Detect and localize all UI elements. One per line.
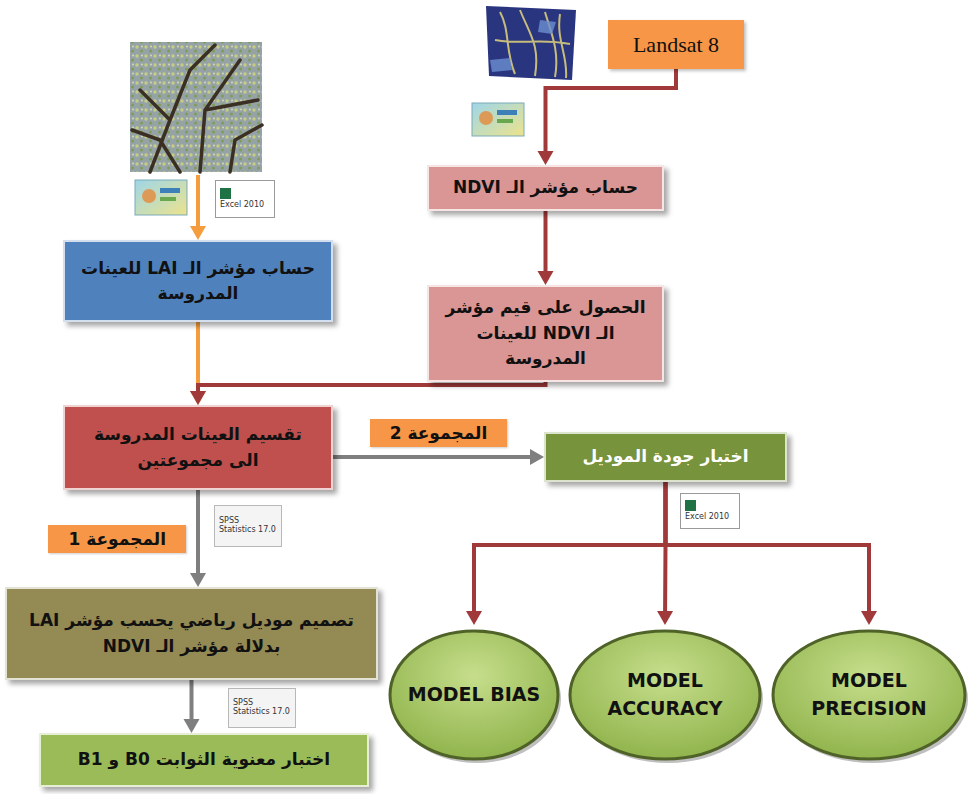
flow-arrow [466, 482, 666, 625]
flow-arrow [333, 449, 544, 465]
excel-logo [220, 188, 231, 199]
envi-icon [135, 180, 187, 215]
flow-arrow [538, 69, 677, 165]
icon-label: Excel 2010 [685, 513, 729, 522]
arrow-head [538, 151, 554, 165]
flow-arrow [190, 382, 546, 406]
flow-arrow [666, 482, 878, 625]
icon-shape [160, 188, 180, 193]
node-text: حساب مؤشر الـ LAI للعينات المدروسة [79, 256, 317, 307]
photo-arrow [190, 175, 206, 240]
node-text: تقسيم العينات المدروسة الى مجموعتين [79, 422, 317, 473]
arrow-head [861, 611, 877, 625]
spss-icon: SPSS Statistics 17.0 [214, 505, 282, 547]
flow-arrow [184, 680, 200, 733]
arrow-head [190, 226, 206, 240]
process-box: حساب مؤشر الـ NDVI [427, 165, 664, 211]
flow-arrow [538, 211, 554, 286]
arrow-head [657, 611, 673, 625]
excel-icon: Excel 2010 [215, 180, 275, 218]
arrow-head [190, 391, 206, 405]
icon-label: SPSS Statistics 17.0 [219, 517, 277, 535]
process-box: تقسيم العينات المدروسة الى مجموعتين [63, 405, 333, 490]
process-box: حساب مؤشر الـ LAI للعينات المدروسة [63, 240, 333, 322]
arrow-head [530, 449, 544, 465]
ellipse-shape [773, 631, 965, 759]
process-box: الحصول على قيم مؤشر الـ NDVI للعينات الم… [427, 285, 664, 382]
arrow-head [190, 573, 206, 587]
node-text: MODEL PRECISION [799, 667, 939, 722]
icon-shape [142, 189, 156, 203]
node-text: Landsat 8 [633, 28, 719, 61]
arrow-line [196, 175, 200, 227]
icon-frame [135, 180, 187, 215]
icon-shape [497, 119, 513, 123]
group-label: المجموعة 1 [48, 525, 186, 553]
arrow-line [544, 211, 548, 276]
arrow-head [538, 271, 554, 285]
icon-shape [497, 110, 517, 115]
arrow-head [466, 611, 482, 625]
arrow-head [190, 391, 206, 405]
node-text: MODEL BIAS [408, 681, 540, 709]
node-text: اختبار معنوية الثوابت B0 و B1 [78, 747, 330, 773]
source-box: Landsat 8 [608, 20, 744, 69]
arrow-line [474, 482, 666, 615]
icon-shape [160, 197, 176, 201]
photo-sky [130, 42, 262, 172]
flow-arrow [190, 490, 206, 587]
arrow-line [666, 482, 870, 615]
landsat-image [486, 6, 576, 80]
process-box: اختبار معنوية الثوابت B0 و B1 [39, 733, 369, 787]
icon-label: Excel 2010 [220, 201, 264, 210]
arrow-head [184, 719, 200, 733]
process-box: اختبار جودة الموديل [544, 432, 787, 482]
result-ellipse: MODEL PRECISION [768, 625, 970, 765]
photo-branches [132, 45, 262, 172]
spss-icon: SPSS Statistics 17.0 [228, 688, 296, 728]
icon-shape [479, 111, 493, 125]
icon-label: SPSS Statistics 17.0 [233, 699, 291, 717]
envi-icon [472, 103, 524, 136]
node-text: الحصول على قيم مؤشر الـ NDVI للعينات الم… [443, 295, 648, 372]
node-text: MODEL ACCURACY [595, 667, 735, 722]
image-ground [486, 6, 576, 80]
canopy-photo [130, 42, 262, 172]
result-ellipse: MODEL BIAS [385, 625, 563, 765]
excel-icon: Excel 2010 [680, 493, 740, 529]
ellipse-shape [570, 631, 760, 759]
image-patches [490, 20, 556, 72]
arrow-line [190, 680, 194, 723]
arrow-line [198, 382, 546, 396]
flow-arrow [190, 322, 206, 405]
ellipse-shape [390, 631, 558, 759]
arrow-line [196, 490, 200, 577]
group-label: المجموعة 2 [370, 419, 508, 447]
ellipse-outline [565, 625, 765, 765]
icon-frame [472, 103, 524, 136]
result-ellipse: MODEL ACCURACY [565, 625, 765, 765]
node-text: تصميم موديل رياضي يحسب مؤشر LAI بدلالة م… [21, 608, 362, 659]
node-text: حساب مؤشر الـ NDVI [453, 175, 638, 201]
ellipse-outline [768, 625, 970, 765]
photo-foliage [130, 42, 262, 172]
arrow-line [333, 455, 534, 459]
excel-logo [685, 500, 696, 511]
arrow-line [546, 69, 677, 155]
process-box: تصميم موديل رياضي يحسب مؤشر LAI بدلالة م… [5, 587, 378, 680]
node-text: اختبار جودة الموديل [582, 444, 748, 470]
